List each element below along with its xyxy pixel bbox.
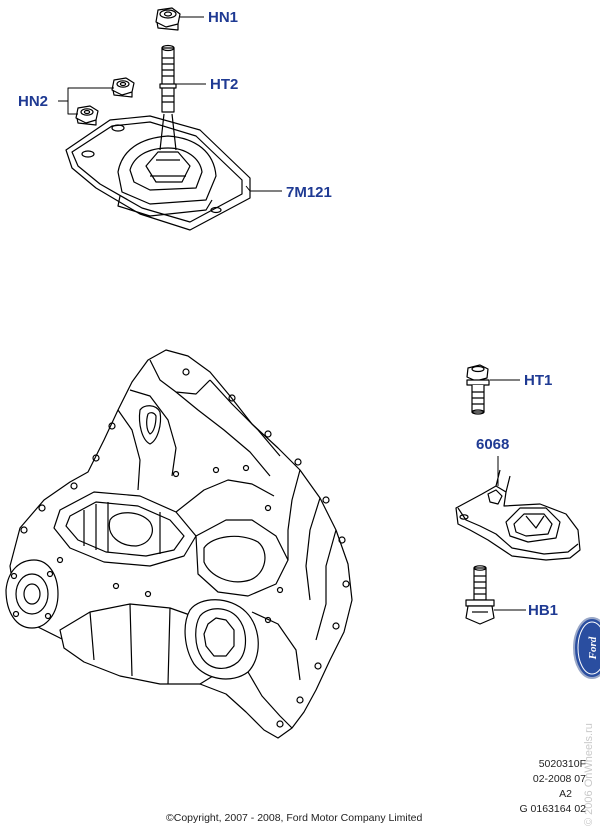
- callout-hb1: HB1: [528, 602, 559, 619]
- bolt-ht1-drawing: [466, 364, 490, 415]
- nut-hn1-drawing: [155, 7, 181, 31]
- nut-hn2-upper-drawing: [111, 77, 135, 98]
- callout-leaders: [58, 16, 526, 611]
- callout-ht1: HT1: [524, 372, 553, 389]
- drawing-code: 5020310F: [538, 758, 586, 770]
- ford-logo-text: Ford: [587, 636, 599, 660]
- callout-ht2: HT2: [210, 76, 239, 93]
- drawing-number: G 0163164 02: [519, 803, 586, 815]
- stud-ht2-drawing: [159, 44, 177, 113]
- callout-6068: 6068: [476, 436, 510, 453]
- drawing-date: 02-2008 07: [532, 773, 586, 785]
- bolt-hb1-drawing: [465, 565, 495, 625]
- callout-7m121: 7M121: [286, 184, 332, 201]
- ford-logo-icon: Ford: [573, 617, 600, 679]
- nut-hn2-lower-drawing: [75, 105, 99, 126]
- callout-hn1: HN1: [208, 9, 239, 26]
- callout-hn2: HN2: [18, 93, 49, 110]
- upper-mount-bracket: [65, 7, 251, 231]
- copyright-notice: ©Copyright, 2007 - 2008, Ford Motor Comp…: [166, 812, 423, 824]
- lower-mount-drawing: [455, 364, 581, 625]
- drawing-revision: A2: [559, 788, 572, 800]
- transmission-drawing: [5, 349, 353, 739]
